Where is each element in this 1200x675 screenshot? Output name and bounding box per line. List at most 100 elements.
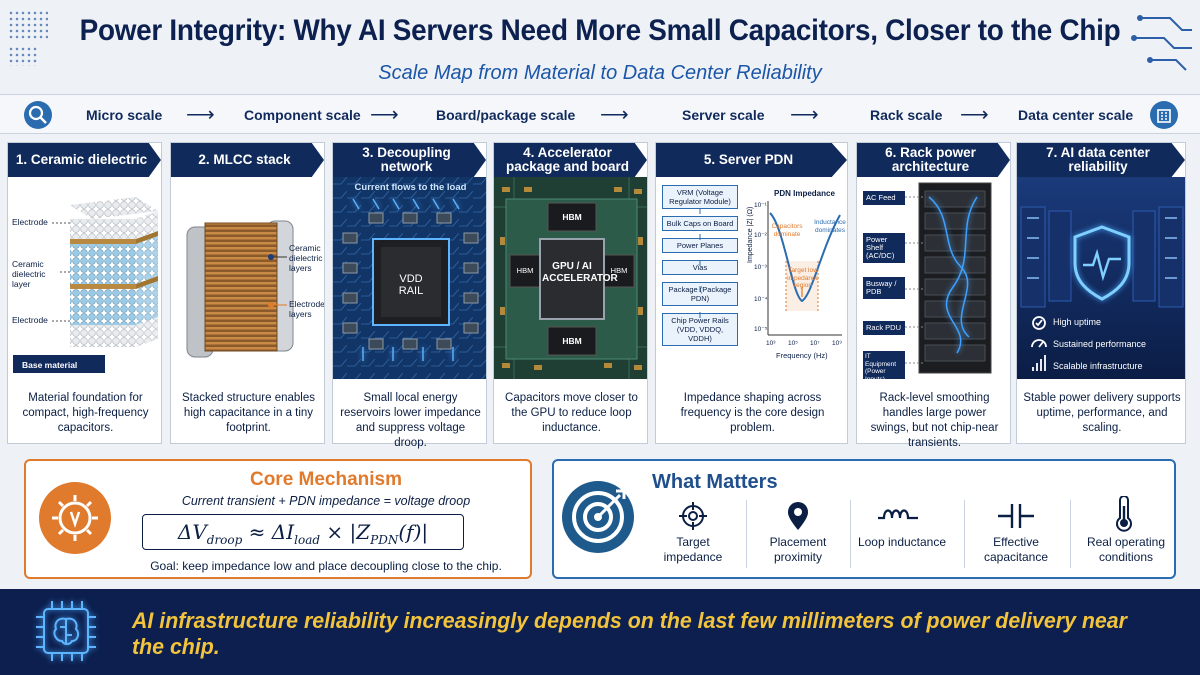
datacenter-illustration: High uptime Sustained performance Scalab… <box>1017 177 1185 379</box>
plot-xlabel: Frequency (Hz) <box>776 351 828 360</box>
feature-scalable-infrastructure: Scalable infrastructure <box>1053 361 1143 371</box>
plot-xtick: 10⁹ <box>832 340 843 347</box>
thermometer-icon <box>1116 496 1132 532</box>
map-pin-icon <box>788 502 808 530</box>
card-server-pdn: 5. Server PDN VRM (Voltage Regulator Mod… <box>655 142 848 444</box>
pdn-stack-vrm: VRM (Voltage Regulator Module) <box>662 185 738 209</box>
gear-icon <box>39 482 111 554</box>
arrow-right-icon: ⟶ <box>186 104 215 126</box>
core-equation-text: Current transient + PDN impedance = volt… <box>181 494 471 508</box>
scale-label-component: Component scale <box>244 107 361 123</box>
card-rack-power: 6. Rack power architecture AC Feed Power… <box>856 142 1011 449</box>
scale-map-bar: Micro scale ⟶ Component scale ⟶ Board/pa… <box>0 94 1200 134</box>
core-title: Core Mechanism <box>249 469 403 490</box>
scale-label-micro: Micro scale <box>86 107 163 123</box>
rack-tag-ac-feed: AC Feed <box>863 191 905 205</box>
page-subtitle: Scale Map from Material to Data Center R… <box>378 62 822 84</box>
card-ceramic-dielectric: 1. Ceramic dielectric Electrode <box>7 142 162 444</box>
pdn-diagram: VRM (Voltage Regulator Module) Bulk Caps… <box>656 177 847 379</box>
card-title: 5. Server PDN <box>656 143 847 177</box>
card-decoupling-network: 3. Decoupling network Current flows to t… <box>332 142 487 449</box>
label-electrode-top: Electrode <box>12 217 48 227</box>
rack-tag-busway: Busway / PDB <box>863 277 905 299</box>
label-base-material: Base material <box>22 360 78 370</box>
core-goal: Goal: keep impedance low and place decou… <box>150 559 502 573</box>
card-caption: Capacitors move closer to the GPU to red… <box>505 392 638 434</box>
card-title: 2. MLCC stack <box>171 143 324 177</box>
building-icon <box>1150 101 1178 129</box>
decoupling-board-illustration: Current flows to the load VDD RAIL <box>333 177 486 379</box>
pdn-stack-bulk-caps: Bulk Caps on Board <box>662 216 738 231</box>
ceramic-cube-illustration: Electrode Ceramic dielectric layer Elect… <box>8 177 161 379</box>
divider <box>850 500 851 568</box>
what-matters-title: What Matters <box>652 471 778 493</box>
scale-label-rack: Rack scale <box>870 107 943 123</box>
plot-note-target: Target low impedance region <box>787 267 819 289</box>
rack-tag-it-equipment: IT Equipment (Power Inputs) <box>863 351 905 379</box>
divider <box>1070 500 1071 568</box>
what-matters-loop-inductance: Loop inductance <box>857 535 947 549</box>
footer-message: AI infrastructure reliability increasing… <box>132 608 1127 659</box>
feature-sustained-performance: Sustained performance <box>1053 339 1147 349</box>
label-hbm: HBM <box>610 266 628 275</box>
rack-illustration: AC Feed Power Shelf (AC/DC) Busway / PDB… <box>857 177 1010 379</box>
scale-label-datacenter: Data center scale <box>1018 107 1134 123</box>
rack-tag-pdu: Rack PDU <box>863 321 905 335</box>
card-title: 7. AI data center reliability <box>1017 143 1185 177</box>
scale-label-server: Server scale <box>682 107 765 123</box>
page-title: Power Integrity: Why AI Servers Need Mor… <box>79 14 1121 47</box>
plot-xtick: 10⁷ <box>810 340 820 347</box>
circuit-trace-decoration <box>1131 15 1192 71</box>
label-electrode-layers: Electrode layers <box>289 299 324 319</box>
rack-tag-power-shelf: Power Shelf (AC/DC) <box>863 233 905 263</box>
card-caption: Rack-level smoothing handles large power… <box>870 392 999 449</box>
label-hbm: HBM <box>562 336 582 346</box>
card-accelerator-package: 4. Accelerator package and board HBM HBM… <box>493 142 648 444</box>
plot-ytick: 10⁻⁴ <box>754 296 768 303</box>
what-matters-placement-proximity: Placement proximity <box>769 535 827 564</box>
card-title: 6. Rack power architecture <box>857 143 1010 177</box>
arrow-right-icon: ⟶ <box>960 104 989 126</box>
what-matters-panel: What Matters <box>552 459 1176 579</box>
footer-banner <box>0 589 1200 675</box>
card-title: 1. Ceramic dielectric <box>8 143 161 177</box>
label-current-flow: Current flows to the load <box>354 182 467 193</box>
divider <box>746 500 747 568</box>
card-caption: Material foundation for compact, high-fr… <box>22 392 149 434</box>
mlcc-illustration: Ceramic dielectric layers Electrode laye… <box>171 177 324 379</box>
pdn-impedance-plot <box>699 201 842 336</box>
dot-pattern <box>8 10 48 40</box>
divider <box>964 500 965 568</box>
label-hbm: HBM <box>516 266 534 275</box>
plot-title: PDN Impedance <box>774 189 835 198</box>
label-hbm: HBM <box>562 212 582 222</box>
pdn-stack-chip-rails: Chip Power Rails (VDD, VDDQ, VDDH) <box>662 313 738 346</box>
card-data-center: 7. AI data center reliability High uptim… <box>1016 142 1186 444</box>
inductor-coil-icon <box>878 509 918 520</box>
label-vdd-rail: VDD RAIL <box>398 273 424 297</box>
card-mlcc-stack: 2. MLCC stack Ceramic dielectric layers … <box>170 142 325 444</box>
dot-pattern <box>8 46 38 66</box>
plot-xtick: 10³ <box>766 340 776 347</box>
card-caption: Small local energy reservoirs lower impe… <box>340 392 481 449</box>
droop-formula: ΔVdroop ≈ ΔIload × |ZPDN(f)| <box>142 514 464 550</box>
arrow-right-icon: ⟶ <box>600 104 629 126</box>
arrow-right-icon: ⟶ <box>790 104 819 126</box>
feature-high-uptime: High uptime <box>1053 317 1102 327</box>
plot-note-inductance: Inductance dominates <box>814 219 846 234</box>
card-title: 4. Accelerator package and board <box>494 143 647 177</box>
core-mechanism-panel: Core Mechanism Current transient + PDN i… <box>24 459 532 579</box>
label-electrode-bottom: Electrode <box>12 315 48 325</box>
target-bullseye-icon <box>562 481 634 553</box>
capacitor-symbol-icon <box>998 504 1034 528</box>
card-title: 3. Decoupling network <box>333 143 486 177</box>
accelerator-board-illustration: HBM HBM HBM HBM GPU / AI ACCELERATOR <box>494 177 647 379</box>
plot-ytick: 10⁻⁵ <box>754 326 768 333</box>
label-ceramic-dielectric-layers: Ceramic dielectric layers <box>289 243 323 273</box>
plot-xtick: 10⁵ <box>788 340 798 347</box>
plot-ytick: 10⁻³ <box>754 264 767 271</box>
plot-note-capacitors: Capacitors dominate <box>771 223 803 238</box>
label-gpu-accelerator: GPU / AI ACCELERATOR <box>542 261 618 284</box>
arrow-right-icon: ⟶ <box>370 104 399 126</box>
label-ceramic-dielectric: Ceramic dielectric layer <box>12 259 46 289</box>
